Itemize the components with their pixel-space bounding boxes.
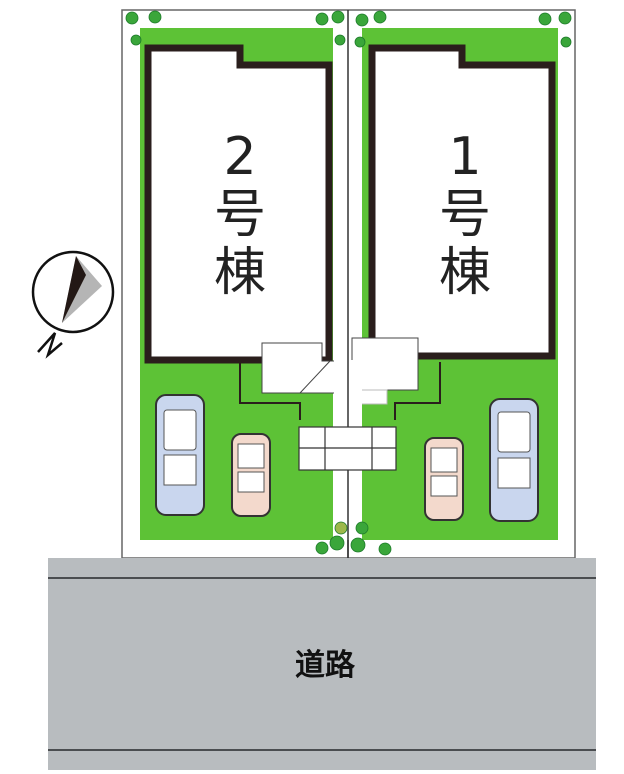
porch-2-step-line <box>299 360 331 394</box>
building-2-number: 2 <box>223 127 257 187</box>
building-1-suffix-to: 棟 <box>438 243 491 303</box>
building-2-label: 2 号 棟 <box>200 128 280 302</box>
compass-north-arrow-icon <box>31 250 115 359</box>
shrubs <box>125 10 572 556</box>
car-large-lot-1 <box>489 398 539 522</box>
paving-steps <box>298 426 397 471</box>
building-2-outline <box>144 44 333 364</box>
building-2-suffix-to: 棟 <box>213 243 266 303</box>
car-large-lot-2 <box>155 394 205 516</box>
building-1-label: 1 号 棟 <box>425 128 505 302</box>
building-1-number: 1 <box>448 127 482 187</box>
fence-2 <box>239 362 301 420</box>
car-small-lot-1 <box>424 437 464 521</box>
road <box>48 558 596 770</box>
car-small-lot-2 <box>231 433 271 517</box>
road-label: 道路 <box>295 648 355 683</box>
fence-1 <box>394 362 441 420</box>
building-2-suffix-go: 号 <box>213 185 266 245</box>
building-1-suffix-go: 号 <box>438 185 491 245</box>
